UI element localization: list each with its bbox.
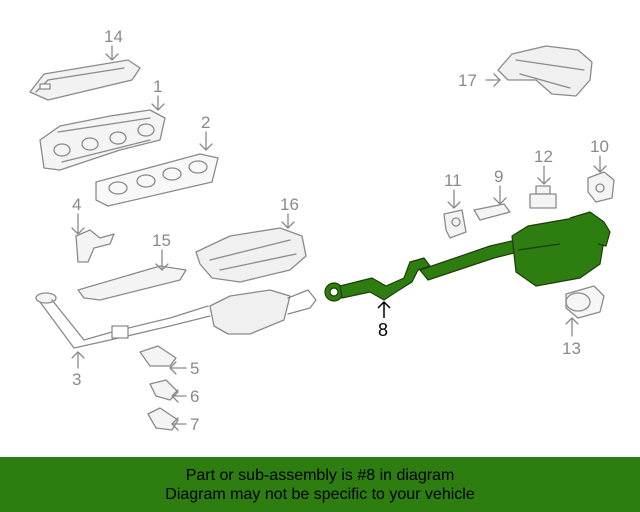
callout-5: 5 — [190, 359, 199, 378]
heat-shield-part-15 — [77, 265, 187, 301]
callout-1: 1 — [153, 77, 162, 96]
heat-shield-part-17 — [497, 45, 593, 97]
engine-cover-part — [29, 59, 141, 101]
tailpipe-tip-part — [565, 285, 605, 319]
callout-3: 3 — [72, 370, 81, 389]
bracket-part-7 — [147, 407, 179, 431]
bracket-part-9 — [473, 203, 511, 221]
callout-10: 10 — [590, 137, 609, 156]
banner-line-1: Part or sub-assembly is #8 in diagram — [185, 466, 455, 484]
callout-7: 7 — [190, 415, 199, 434]
callout-17: 17 — [458, 71, 477, 90]
callout-2: 2 — [201, 113, 210, 132]
callout-14: 14 — [104, 27, 123, 46]
bracket-part-4 — [75, 229, 115, 263]
heat-shield-part-16 — [195, 227, 307, 283]
callout-12: 12 — [534, 147, 553, 166]
highlighted-exhaust-part-8 — [324, 211, 611, 318]
callout-8-highlighted: 8 — [378, 320, 388, 340]
callout-15: 15 — [152, 231, 171, 250]
callout-13: 13 — [562, 339, 581, 358]
banner-line-2: Diagram may not be specific to your vehi… — [165, 485, 475, 503]
notice-banner: Part or sub-assembly is #8 in diagram Di… — [0, 457, 640, 512]
bracket-part-5 — [139, 345, 177, 367]
callout-11: 11 — [444, 171, 462, 190]
parts-diagram: 14 1 2 4 15 16 3 5 6 7 17 11 9 12 10 13 … — [29, 27, 615, 434]
callout-4: 4 — [72, 195, 81, 214]
hanger-part-10 — [587, 171, 615, 203]
front-pipe-converter-part — [35, 289, 317, 349]
callout-9: 9 — [494, 167, 503, 186]
exhaust-manifold-part — [39, 109, 166, 171]
mount-part-12 — [529, 185, 557, 209]
hanger-part-11 — [443, 209, 467, 239]
manifold-gasket-part — [95, 153, 219, 207]
callout-16: 16 — [280, 195, 299, 214]
callout-6: 6 — [190, 387, 199, 406]
